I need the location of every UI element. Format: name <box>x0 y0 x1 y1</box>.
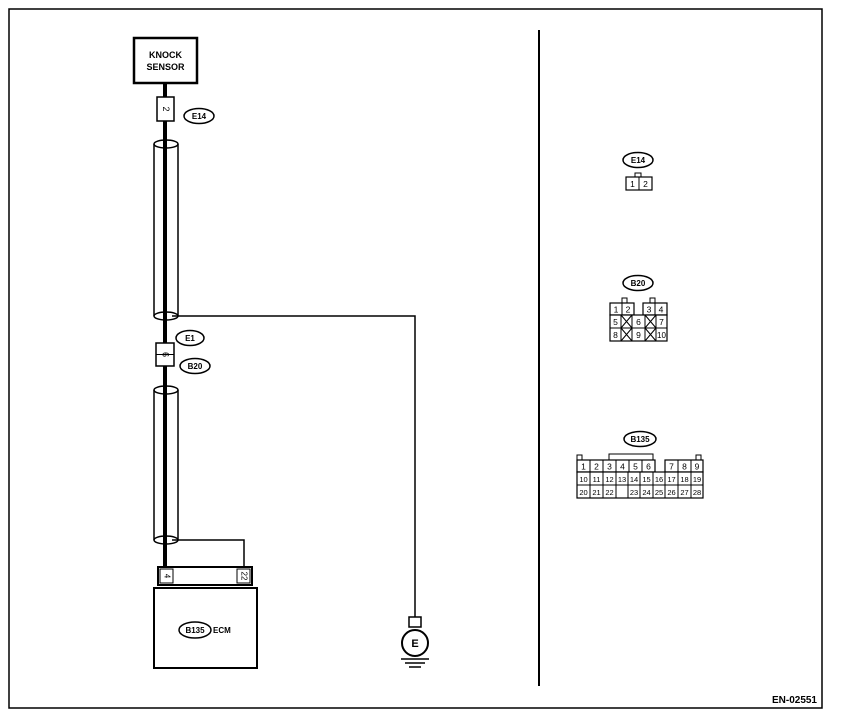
e14-pin-number: 2 <box>161 106 171 111</box>
legend-b20-pin-7: 7 <box>659 317 664 327</box>
legend-b20-pin-8: 8 <box>613 330 618 340</box>
legend-e14-tag: E14 <box>631 156 646 165</box>
b135-tag: B135 <box>185 626 205 635</box>
legend-b20-pin-9: 9 <box>636 330 641 340</box>
legend-b20-pin-2: 2 <box>626 305 631 315</box>
legend-b135-pin-4: 4 <box>620 462 625 472</box>
legend-b135-pin-13: 13 <box>618 475 626 484</box>
b20-tag: B20 <box>188 362 203 371</box>
legend-b135-pin-5: 5 <box>633 462 638 472</box>
legend-b135-pin-26: 26 <box>667 488 675 497</box>
legend-b135-pin-2: 2 <box>594 462 599 472</box>
knock-sensor: KNOCK SENSOR <box>132 36 199 85</box>
legend-b20-pin-3: 3 <box>647 305 652 315</box>
legend-b135-pin-6: 6 <box>646 462 651 472</box>
legend-b135-pin-21: 21 <box>592 488 600 497</box>
legend-b20-pin-1: 1 <box>614 305 619 315</box>
ecm-pin-22: 22 <box>239 572 248 581</box>
legend-b135-pin-1: 1 <box>581 462 586 472</box>
connector-e1-b20: E1 6 B20 <box>155 329 211 375</box>
legend-b135-pin-20: 20 <box>579 488 587 497</box>
legend-b20-pin-10: 10 <box>657 331 666 340</box>
shield-upper <box>153 139 179 321</box>
ground-label: E <box>411 638 418 650</box>
legend-b135-pin-27: 27 <box>680 488 688 497</box>
diagram-border <box>8 8 823 709</box>
legend-b135-pin-24: 24 <box>642 488 650 497</box>
shield-drain-wire <box>172 315 416 617</box>
legend-b135-pin-17: 17 <box>667 475 675 484</box>
legend-b135-pin-28: 28 <box>693 488 701 497</box>
legend-b135-pin-14: 14 <box>630 475 638 484</box>
legend-b135-pin-25: 25 <box>655 488 663 497</box>
legend-b20-tag: B20 <box>631 279 646 288</box>
legend-b20-pin-5: 5 <box>613 317 618 327</box>
legend-b20-pin-4: 4 <box>659 305 664 315</box>
shield-wire-ecm <box>172 539 245 567</box>
ecm: 4 22 B135 ECM <box>153 566 258 669</box>
shield-lower <box>153 385 179 545</box>
ecm-label: ECM <box>213 626 231 635</box>
legend-b135-pin-9: 9 <box>695 462 700 472</box>
diagram-code: EN-02551 <box>772 695 817 706</box>
legend-b135-pin-11: 11 <box>593 475 601 484</box>
legend-e14-pin-1: 1 <box>630 179 635 189</box>
ecm-pin-4: 4 <box>162 574 171 579</box>
legend-b135-pin-23: 23 <box>630 488 638 497</box>
knock-sensor-label-2: SENSOR <box>146 62 185 72</box>
legend-b135-pin-19: 19 <box>693 475 701 484</box>
legend-b135-pin-16: 16 <box>655 475 663 484</box>
legend-b135-pin-15: 15 <box>642 475 650 484</box>
legend-b135-tag: B135 <box>630 435 650 444</box>
knock-sensor-label-1: KNOCK <box>149 50 182 60</box>
connector-e14: 2 E14 <box>156 96 215 125</box>
legend-b135-pin-18: 18 <box>680 475 688 484</box>
ground-symbol: E <box>401 616 429 668</box>
legend-b20: B20 1 2 3 4 5 6 7 8 9 10 <box>609 274 668 342</box>
legend-b135-pin-8: 8 <box>682 462 687 472</box>
e14-tag: E14 <box>192 112 207 121</box>
legend-b135-pin-10: 10 <box>579 475 587 484</box>
legend-b135-pin-3: 3 <box>607 462 612 472</box>
legend-b135-pin-22: 22 <box>605 488 613 497</box>
legend-b135: B135 1 2 3 4 5 6 7 8 9 <box>576 430 704 499</box>
legend-e14-pin-2: 2 <box>643 179 648 189</box>
legend-b135-pin-12: 12 <box>605 475 613 484</box>
legend-e14: E14 1 2 <box>622 151 654 191</box>
legend-b20-pin-6: 6 <box>636 317 641 327</box>
e1-tag: E1 <box>185 334 195 343</box>
b20-pin-number: 6 <box>161 352 171 357</box>
legend-b135-pin-7: 7 <box>669 462 674 472</box>
